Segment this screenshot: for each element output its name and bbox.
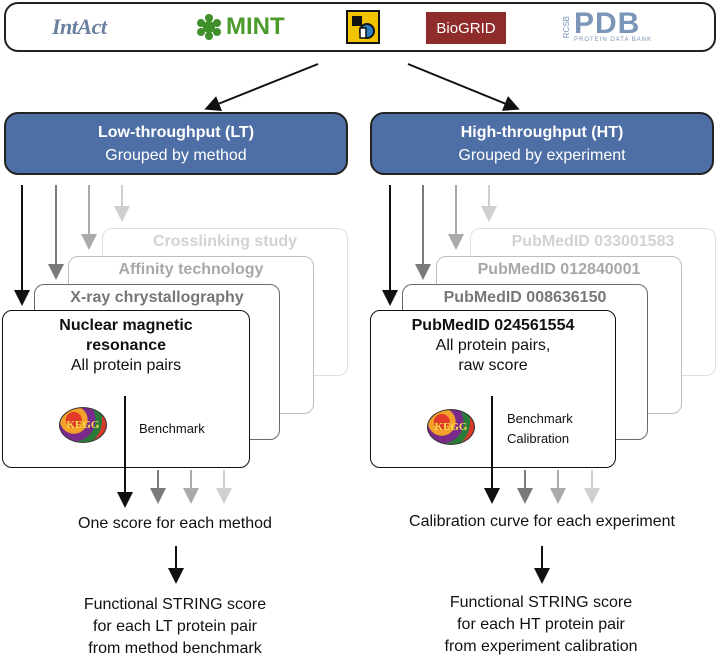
- lt-final-line-3: from method benchmark: [88, 640, 262, 657]
- ht-header-subtitle: Grouped by experiment: [458, 147, 626, 164]
- lt-header-title: Low-throughput (LT): [97, 124, 255, 141]
- ht-header: High-throughput (HT) Grouped by experime…: [370, 112, 714, 175]
- ht-calibration-label: Calibration: [507, 431, 570, 446]
- ht-card-012840001-title: PubMedID 012840001: [477, 261, 641, 278]
- dip-mark-icon: [346, 10, 380, 44]
- lt-header: Low-throughput (LT) Grouped by method: [4, 112, 348, 175]
- ht-result-text: Calibration curve for each experiment: [409, 513, 675, 530]
- kegg-logo-icon: KEGG: [427, 409, 475, 445]
- ht-card-024561554-title: PubMedID 024561554: [411, 317, 575, 334]
- kegg-logo-icon: KEGG: [59, 407, 107, 443]
- ht-final-line-1: Functional STRING score: [449, 594, 633, 611]
- lt-card-subtitle: All protein pairs: [70, 357, 182, 374]
- ht-benchmark-calibration-label: Benchmark Calibration: [507, 409, 573, 449]
- ht-card-subtitle-2: raw score: [458, 357, 528, 374]
- lt-card-xray-title: X-ray chrystallography: [70, 289, 244, 306]
- lt-final-text: Functional STRING score for each LT prot…: [20, 594, 330, 660]
- biogrid-logo-text: BioGRID: [436, 19, 496, 37]
- ht-final-line-2: for each HT protein pair: [457, 616, 625, 633]
- lt-result-text: One score for each method: [78, 515, 272, 532]
- ht-final-line-3: from experiment calibration: [444, 638, 638, 655]
- intact-logo: IntAct: [52, 4, 107, 50]
- lt-card-affinity-title: Affinity technology: [118, 261, 264, 278]
- dip-logo: [346, 4, 380, 50]
- split-arrow-left: [204, 63, 319, 111]
- mint-logo: MINT: [196, 4, 285, 50]
- database-logo-bar: IntAct MINT BioGRID RCSB PDB PROTEIN DAT…: [4, 2, 716, 52]
- lt-header-subtitle: Grouped by method: [105, 147, 247, 164]
- pdb-subtitle: PROTEIN DATA BANK: [574, 37, 653, 43]
- pdb-logo: RCSB PDB PROTEIN DATA BANK: [562, 4, 652, 50]
- ht-final-text: Functional STRING score for each HT prot…: [386, 592, 696, 658]
- mint-logo-text: MINT: [226, 13, 285, 40]
- lt-final-line-2: for each LT protein pair: [93, 618, 257, 635]
- ht-benchmark-label: Benchmark: [507, 411, 573, 426]
- split-arrow-right: [407, 63, 520, 111]
- mint-leaf-icon: [197, 14, 221, 40]
- biogrid-logo: BioGRID: [426, 12, 506, 44]
- lt-final-line-1: Functional STRING score: [83, 596, 267, 613]
- ht-card-subtitle-1: All protein pairs,: [435, 337, 551, 354]
- lt-card-nmr-title-2: resonance: [85, 337, 167, 354]
- ht-card-033001583-title: PubMedID 033001583: [511, 233, 675, 250]
- pdb-logo-text: PDB: [574, 7, 641, 40]
- kegg-logo-text: KEGG: [66, 419, 100, 431]
- ht-header-title: High-throughput (HT): [460, 124, 624, 141]
- kegg-logo-text: KEGG: [434, 421, 468, 433]
- lt-benchmark-label: Benchmark: [139, 421, 205, 436]
- lt-card-nmr-title-1: Nuclear magnetic: [59, 317, 193, 334]
- intact-logo-text: IntAct: [52, 14, 107, 39]
- lt-card-crosslinking-title: Crosslinking study: [152, 233, 298, 250]
- ht-card-008636150-title: PubMedID 008636150: [443, 289, 607, 306]
